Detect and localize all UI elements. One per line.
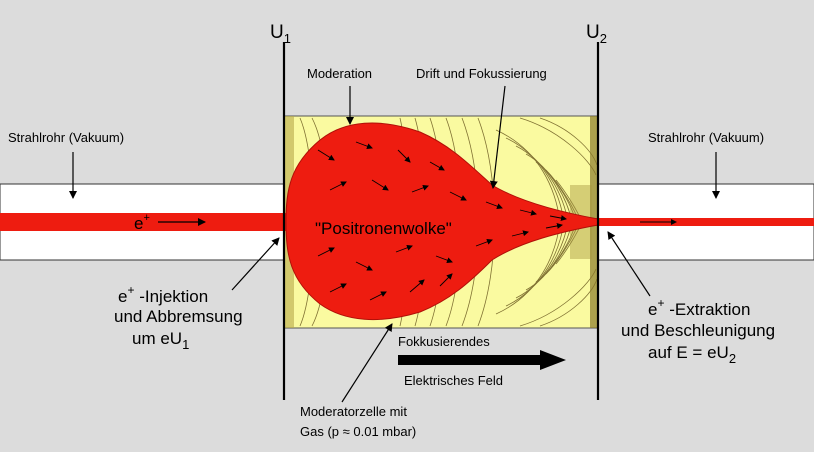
arrow-injection: [231, 237, 280, 291]
svg-text:e+ -Injektion: e+ -Injektion: [118, 283, 208, 306]
svg-text:und Beschleunigung: und Beschleunigung: [621, 321, 775, 340]
label-u2: U2: [586, 22, 607, 46]
svg-text:und Abbremsung: und Abbremsung: [114, 307, 243, 326]
label-moderation: Moderation: [307, 66, 372, 81]
label-field-1: Fokkusierendes: [398, 334, 490, 349]
field-arrow: [398, 350, 566, 370]
label-field-2: Elektrisches Feld: [404, 373, 503, 388]
label-u1: U1: [270, 22, 291, 46]
label-positron: e+: [134, 212, 150, 233]
label-extraction: e+ -Extraktion und Beschleunigung auf E …: [621, 296, 775, 366]
extracted-beam: [590, 218, 814, 226]
label-injection: e+ -Injektion und Abbremsung um eU1: [114, 283, 243, 352]
label-cloud: "Positronenwolke": [315, 219, 452, 238]
injected-beam: [0, 213, 290, 231]
svg-text:um eU1: um eU1: [132, 329, 189, 352]
label-beam-right: Strahlrohr (Vakuum): [648, 130, 764, 145]
arrow-extraction: [607, 231, 651, 297]
arrow-drift: [489, 85, 506, 189]
label-drift: Drift und Fokussierung: [416, 66, 547, 81]
drift-arrows: [317, 141, 567, 301]
label-cell-2: Gas (p ≈ 0.01 mbar): [300, 424, 416, 439]
label-beam-left: Strahlrohr (Vakuum): [8, 130, 124, 145]
svg-text:e+ -Extraktion: e+ -Extraktion: [648, 296, 750, 319]
arrow-cell: [341, 323, 393, 403]
svg-text:auf E = eU2: auf E = eU2: [648, 343, 736, 366]
label-cell-1: Moderatorzelle mit: [300, 404, 407, 419]
